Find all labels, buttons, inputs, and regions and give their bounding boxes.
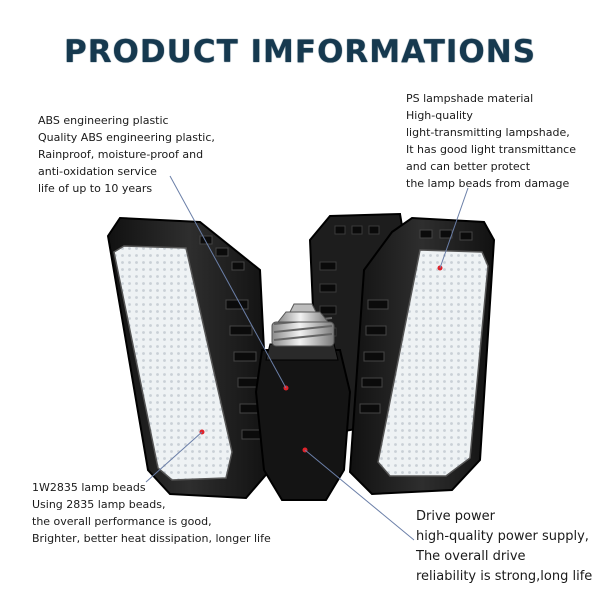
callout-line: Brighter, better heat dissipation, longe…	[32, 532, 271, 545]
drive-power-callout: Drive power high-quality power supply, T…	[416, 507, 592, 587]
callout-line: PS lampshade material	[406, 92, 534, 105]
callout-line: reliability is strong,long life	[416, 569, 593, 584]
callout-line: Quality ABS engineering plastic,	[38, 131, 215, 144]
page-title: PRODUCT IMFORMATIONS	[63, 34, 537, 70]
callout-line: the lamp beads from damage	[406, 177, 570, 190]
abs-plastic-callout: ABS engineering plastic Quality ABS engi…	[38, 112, 215, 197]
callout-line: Drive power	[416, 509, 495, 524]
callout-line: ABS engineering plastic	[38, 114, 169, 127]
callout-line: Rainproof, moisture-proof and	[38, 148, 204, 161]
callout-line: It has good light transmittance	[406, 143, 576, 156]
callout-line: life of up to 10 years	[38, 182, 153, 195]
callout-line: High-quality	[406, 109, 473, 122]
lamp-body	[254, 343, 352, 501]
callout-line: the overall performance is good,	[32, 515, 212, 528]
callout-line: The overall drive	[416, 549, 526, 564]
ps-lampshade-callout: PS lampshade material High-quality light…	[406, 90, 576, 192]
callout-line: high-quality power supply,	[416, 529, 589, 544]
left-panel	[106, 216, 272, 500]
callout-line: 1W2835 lamp beads	[32, 481, 146, 494]
callout-line: anti-oxidation service	[38, 165, 157, 178]
right-panel	[348, 216, 496, 496]
callout-line: light-transmitting lampshade,	[406, 126, 570, 139]
e27-screw-base	[271, 303, 335, 347]
callout-line: Using 2835 lamp beads,	[32, 498, 166, 511]
lamp-beads-callout: 1W2835 lamp beads Using 2835 lamp beads,…	[32, 479, 271, 547]
callout-line: and can better protect	[406, 160, 531, 173]
leader-lines	[145, 175, 469, 541]
